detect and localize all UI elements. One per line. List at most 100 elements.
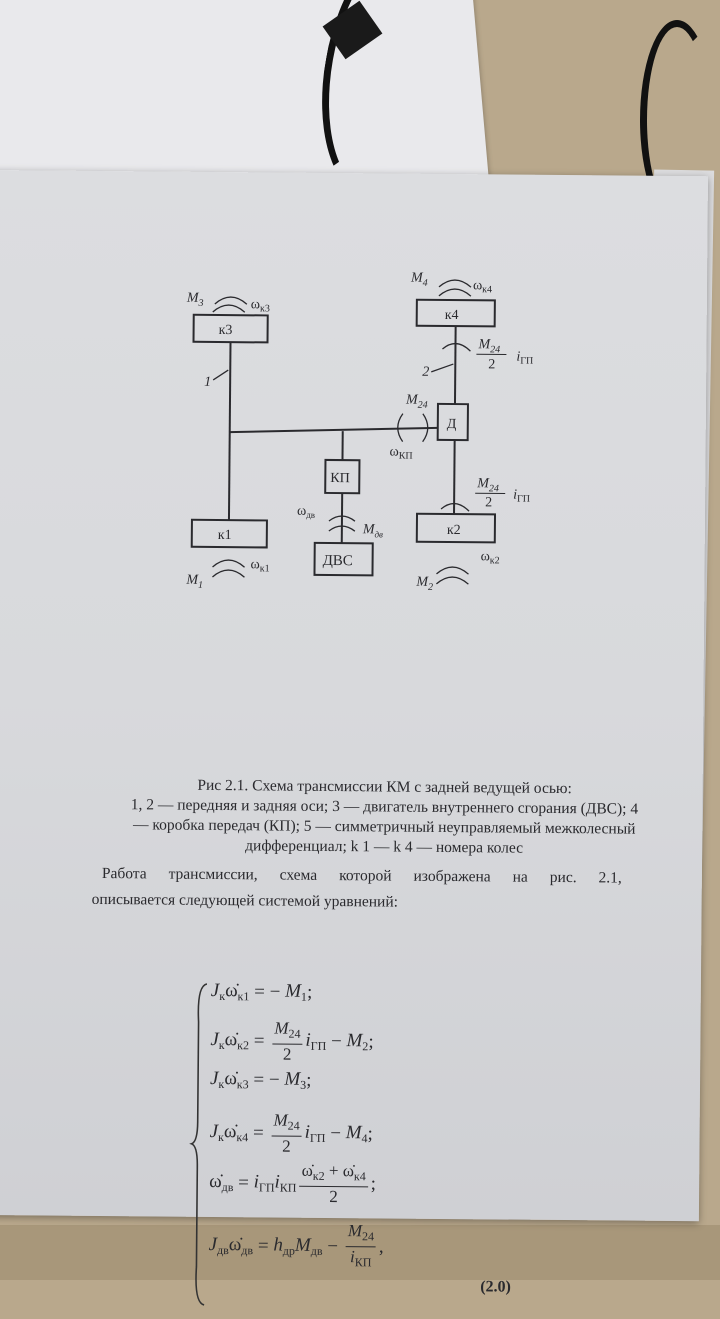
fraction-numerator: M24 [346,1221,376,1247]
symbol-base: M [346,1122,362,1143]
operator: = − [249,981,285,1003]
math-symbol: iГП [305,1122,326,1146]
symbol-base: M [273,1111,287,1130]
symbol-base: ω̇ [229,1234,242,1255]
label-M4: M4 [410,271,428,289]
symbol-subscript: к2 [313,1169,325,1183]
operator: , [379,1236,384,1258]
math-symbol: M24 [273,1111,299,1130]
label-omega-k1: ωк1 [250,557,269,574]
math-symbol: ω̇к2 [302,1161,325,1180]
label-axle-2: 2 [422,365,429,380]
box-label-engine: ДВС [323,553,353,569]
fraction-numerator: ω̇к2 + ω̇к4 [299,1161,367,1188]
symbol-subscript: к2 [237,1038,249,1052]
operator: ; [368,1031,373,1053]
label-M24: M24 [405,393,428,411]
math-symbol: Jк [211,980,225,1004]
symbol-base: ω̇ [225,980,238,1001]
math-symbol: ω̇к4 [224,1121,249,1145]
math-symbol: Mдв [295,1234,323,1258]
paragraph-line: Работа трансмиссии, схема которой изобра… [92,861,622,892]
symbol-base: ω̇ [224,1121,237,1142]
math-symbol: Jк [210,1068,224,1092]
math-symbol: M2 [346,1030,368,1054]
fraction: M24 2 [272,1018,303,1064]
symbol-subscript: 24 [288,1027,300,1041]
operator: ; [306,1070,311,1092]
fraction: M24 2 [271,1110,302,1156]
math-symbol: iКП [274,1172,296,1196]
label-M3: M3 [186,291,204,309]
label-frac-upper-num: M24 [477,337,500,355]
body-paragraph: Работа трансмиссии, схема которой изобра… [92,861,622,918]
symbol-base: M [295,1234,311,1255]
math-symbol: Jдв [209,1233,229,1257]
operator: − [326,1031,346,1053]
symbol-subscript: к1 [238,989,250,1003]
label-frac-lower-den: 2 [485,495,492,510]
operator: = − [249,1069,285,1091]
symbol-base: ω̇ [209,1171,222,1192]
math-symbol: iГП [254,1171,275,1195]
symbol-subscript: 24 [362,1229,374,1243]
math-symbol: Jк [210,1029,224,1053]
symbol-subscript: дв [217,1243,229,1257]
label-frac-lower-num: M24 [476,476,499,494]
label-omega-k4: ωк4 [473,278,492,295]
equation-number: (2.0) [480,1278,511,1296]
operator: ; [367,1123,372,1145]
brace-icon [188,982,211,1307]
symbol-base: h [273,1234,283,1255]
symbol-subscript: ГП [311,1039,327,1053]
operator: = [233,1172,253,1194]
symbol-base: ω̇ [225,1029,238,1050]
symbol-subscript: к3 [237,1077,249,1091]
label-i-gp-lower: iГП [513,488,530,505]
operator: 2 [282,1137,291,1156]
operator: = [249,1030,269,1052]
symbol-base: M [284,1069,300,1090]
transmission-diagram: к3 к1 к4 к2 Д КП ДВС M3 ωк3 M1 ωк1 M4 ωк… [0,170,690,616]
symbol-subscript: ГП [259,1180,275,1194]
rear-axle-upper [455,326,456,404]
symbol-base: M [285,981,301,1002]
symbol-base: M [346,1030,362,1051]
label-omega-k2: ωк2 [481,549,500,566]
operator: 2 [283,1045,292,1064]
box-label-k1: к1 [218,528,232,543]
fraction-numerator: M24 [272,1018,302,1044]
fraction-denominator: 2 [283,1045,292,1065]
driveshaft-line [230,426,438,434]
math-symbol: Jк [210,1121,224,1145]
math-symbol: M3 [284,1069,306,1093]
label-i-gp-upper: iГП [516,350,533,367]
fraction-denominator: iКП [350,1247,372,1272]
math-symbol: M24 [274,1019,300,1038]
operator: = [248,1122,268,1144]
fraction-denominator: 2 [282,1137,291,1157]
operator: = [253,1235,273,1257]
symbol-subscript: дв [241,1243,253,1257]
fraction-numerator: M24 [271,1110,301,1136]
fraction-denominator: 2 [329,1187,338,1207]
math-symbol: iКП [350,1247,372,1266]
math-symbol: hдр [273,1234,295,1258]
symbol-base: ω̇ [302,1161,313,1180]
paragraph-line: описывается следующей системой уравнений… [92,891,398,911]
symbol-subscript: др [283,1243,295,1257]
label-M1: M1 [185,573,203,591]
label-axle-1: 1 [204,375,211,390]
symbol-base: M [274,1019,288,1038]
label-M-dv: Mдв [362,522,383,539]
box-label-k2: к2 [447,523,461,538]
operator: ; [371,1173,376,1195]
math-symbol: M1 [285,981,307,1005]
math-symbol: ω̇к4 [343,1161,366,1180]
math-symbol: ω̇к2 [225,1029,250,1053]
